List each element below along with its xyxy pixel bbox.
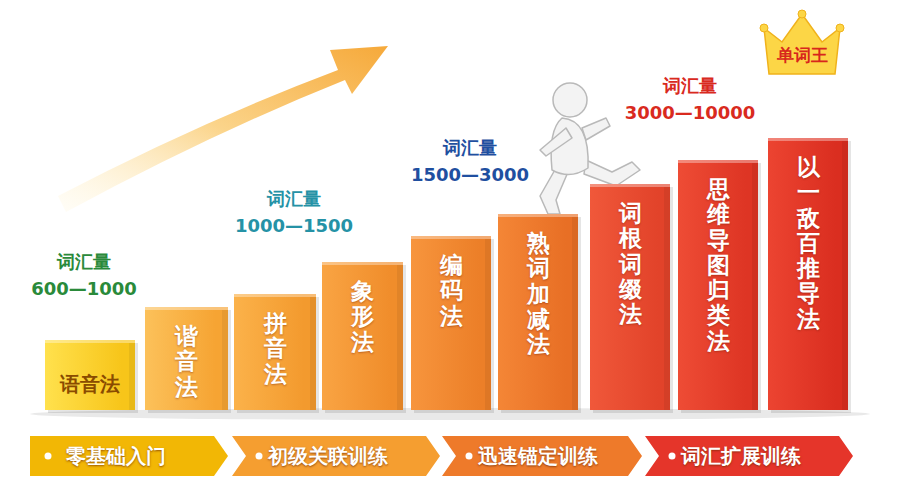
figure-back-arm [540, 128, 572, 156]
method-name: 词根词缀法 [619, 201, 642, 327]
method-bar: 词根词缀法 [590, 184, 670, 410]
banner-chevron [232, 436, 440, 476]
method-bar: 熟词加减法 [498, 214, 578, 410]
method-bar: 拼音法 [234, 294, 316, 410]
method-name: 编码法 [440, 253, 463, 329]
stage-banner: 初级关联训练 [232, 436, 440, 476]
crown-badge: 单词王 [762, 8, 842, 74]
growth-arrow [58, 46, 388, 212]
banner-chevron [442, 436, 642, 476]
method-name: 语音法 [45, 371, 135, 398]
banner-text: 迅速锚定训练 [478, 443, 598, 470]
banner-text: 零基础入门 [66, 443, 166, 470]
method-bar: 思维导图归类法 [678, 160, 758, 410]
figure-front-arm [582, 118, 610, 140]
method-bar: 以一敌百推导法 [768, 138, 848, 410]
method-bar: 编码法 [411, 236, 491, 410]
crown-jewel [836, 24, 844, 32]
method-bar: 象形法 [322, 262, 403, 410]
method-name: 谐音法 [175, 324, 198, 400]
stage-banner: 迅速锚定训练 [442, 436, 642, 476]
stage-banner: 词汇扩展训练 [645, 436, 853, 476]
figure-head [553, 83, 587, 117]
method-name: 熟词加减法 [527, 231, 550, 357]
banner-chevron [30, 436, 228, 476]
vocab-label: 词汇量 [443, 136, 497, 160]
stage-banner: 零基础入门 [30, 436, 228, 476]
method-name: 拼音法 [264, 311, 287, 387]
vocab-label: 600—1000 [31, 278, 137, 299]
vocab-label: 1000—1500 [235, 215, 353, 236]
vocab-label: 3000—10000 [625, 102, 756, 123]
vocab-label: 1500—3000 [411, 164, 529, 185]
bullet-dot [466, 453, 473, 460]
method-name: 象形法 [351, 279, 374, 355]
method-bar: 语音法 [45, 340, 135, 410]
banner-text: 词汇扩展训练 [681, 443, 801, 470]
method-name: 以一敌百推导法 [797, 155, 820, 332]
bullet-dot [45, 453, 52, 460]
crown-jewel [760, 24, 768, 32]
method-bar: 谐音法 [145, 307, 228, 410]
crown-text: 单词王 [762, 44, 842, 67]
bullet-dot [256, 453, 263, 460]
bullet-dot [669, 453, 676, 460]
crown-jewel [798, 10, 806, 18]
banner-chevron [645, 436, 853, 476]
method-name: 思维导图归类法 [707, 177, 730, 354]
vocab-label: 词汇量 [663, 74, 717, 98]
vocab-label: 词汇量 [57, 250, 111, 274]
vocab-label: 词汇量 [267, 187, 321, 211]
figure-front-leg [584, 160, 640, 186]
banner-text: 初级关联训练 [268, 443, 388, 470]
